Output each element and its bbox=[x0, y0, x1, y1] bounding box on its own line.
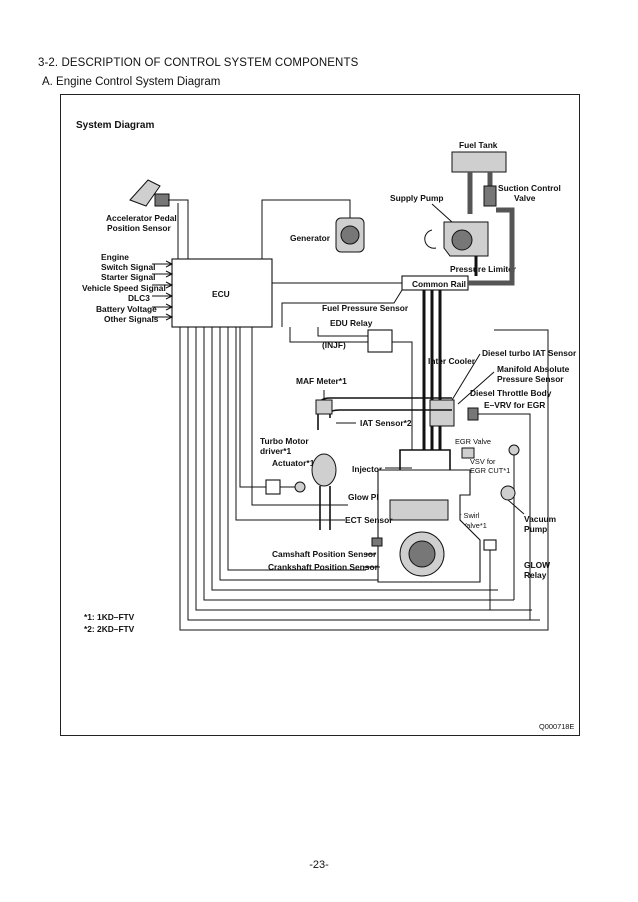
input-battery-voltage: Battery Voltage bbox=[96, 304, 157, 314]
label-suction-control-2: Valve bbox=[514, 193, 536, 203]
label-glow-relay-2: Relay bbox=[524, 570, 547, 580]
inter-cooler-icon bbox=[429, 399, 455, 427]
actuator-icon bbox=[294, 481, 306, 493]
label-vacuum-1: Vacuum bbox=[524, 514, 556, 524]
label-pressure-limiter: Pressure Limiter bbox=[450, 264, 517, 274]
label-vsv-egr-1: VSV for bbox=[470, 457, 496, 466]
turbo-motor-driver-icon bbox=[265, 479, 281, 495]
figure-code: Q000718E bbox=[539, 722, 574, 731]
suction-control-valve-icon bbox=[483, 185, 497, 207]
evrv-icon bbox=[508, 444, 520, 456]
ecu-label: ECU bbox=[212, 289, 230, 299]
input-engine: Engine bbox=[101, 252, 129, 262]
label-supply-pump: Supply Pump bbox=[390, 193, 444, 203]
generator-icon bbox=[261, 199, 365, 259]
label-camshaft: Camshaft Position Sensor bbox=[272, 549, 377, 559]
left-input-signals: Engine Switch Signal Starter Signal Vehi… bbox=[82, 252, 174, 324]
input-dlc3: DLC3 bbox=[128, 293, 150, 303]
sub-heading: A. Engine Control System Diagram bbox=[42, 76, 221, 88]
label-vacuum-2: Pump bbox=[524, 524, 547, 534]
diagram-title: System Diagram bbox=[76, 120, 154, 131]
label-evrv: E–VRV for EGR bbox=[484, 400, 545, 410]
label-edu-relay: EDU Relay bbox=[330, 318, 373, 328]
label-suction-control-1: Suction Control bbox=[498, 183, 561, 193]
label-fuel-pressure-sensor: Fuel Pressure Sensor bbox=[322, 303, 409, 313]
label-maf-meter: MAF Meter*1 bbox=[296, 376, 347, 386]
label-iat-sensor: IAT Sensor*2 bbox=[360, 418, 412, 428]
label-diesel-turbo-iat: Diesel turbo IAT Sensor bbox=[482, 348, 577, 358]
label-accelerator-2: Position Sensor bbox=[107, 223, 171, 233]
label-turbo-motor-1: Turbo Motor bbox=[260, 436, 309, 446]
input-starter-signal: Starter Signal bbox=[101, 272, 155, 282]
label-generator: Generator bbox=[290, 233, 331, 243]
label-ect-sensor: ECT Sensor bbox=[345, 515, 393, 525]
label-manifold-1: Manifold Absolute bbox=[497, 364, 570, 374]
glow-relay-icon bbox=[483, 539, 497, 551]
vacuum-pump-icon bbox=[500, 485, 516, 501]
input-vehicle-speed: Vehicle Speed Signal bbox=[82, 283, 166, 293]
label-glow-relay-1: GLOW bbox=[524, 560, 550, 570]
camshaft-sensor-icon bbox=[371, 537, 383, 547]
label-fuel-tank: Fuel Tank bbox=[459, 140, 498, 150]
label-vsv-egr-2: EGR CUT*1 bbox=[470, 466, 510, 475]
label-injf: (INJF) bbox=[322, 340, 346, 350]
footnote-2: *2: 2KD–FTV bbox=[84, 624, 135, 634]
label-crankshaft: Crankshaft Position Sensor bbox=[268, 562, 379, 572]
edu-box bbox=[367, 329, 393, 353]
supply-pump-icon bbox=[424, 221, 489, 257]
label-common-rail: Common Rail bbox=[412, 279, 466, 289]
egr-valve-icon bbox=[461, 447, 475, 459]
figure-frame bbox=[60, 94, 580, 736]
label-accelerator-1: Accelerator Pedal bbox=[106, 213, 177, 223]
label-turbo-motor-2: driver*1 bbox=[260, 446, 292, 456]
label-inter-cooler: Inter Cooler bbox=[428, 356, 476, 366]
label-egr-valve: EGR Valve bbox=[455, 437, 491, 446]
input-other-signals: Other Signals bbox=[104, 314, 159, 324]
accelerator-pedal-icon bbox=[129, 179, 189, 259]
diesel-throttle-icon bbox=[467, 407, 479, 421]
footnote-1: *1: 1KD–FTV bbox=[84, 612, 135, 622]
input-switch-signal: Switch Signal bbox=[101, 262, 155, 272]
ecu-box bbox=[171, 258, 273, 328]
label-glow-plug: Glow Plug bbox=[348, 492, 389, 502]
section-heading: 3-2. DESCRIPTION OF CONTROL SYSTEM COMPO… bbox=[38, 57, 359, 69]
label-injector: Injector bbox=[352, 464, 383, 474]
label-actuator: Actuator*1 bbox=[272, 458, 315, 468]
engine-block-icon bbox=[377, 449, 481, 583]
fuel-tank-icon bbox=[451, 151, 507, 214]
turbocharger-icon bbox=[311, 453, 337, 530]
label-diesel-throttle: Diesel Throttle Body bbox=[470, 388, 552, 398]
page-number: -23- bbox=[309, 859, 329, 871]
label-manifold-2: Pressure Sensor bbox=[497, 374, 564, 384]
maf-meter-icon bbox=[315, 399, 333, 415]
